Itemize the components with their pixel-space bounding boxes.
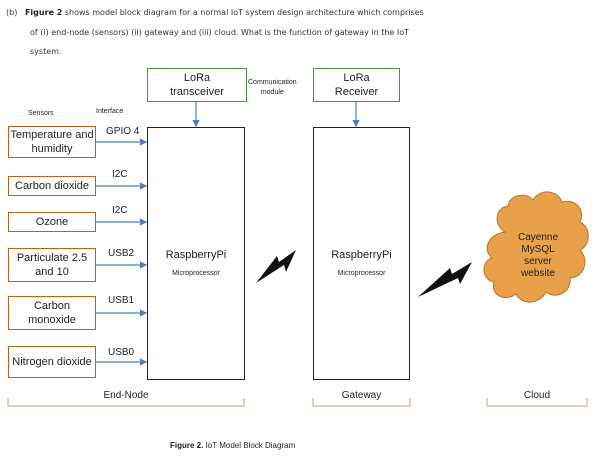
interface-usb0: USB0	[108, 347, 135, 358]
lora-receiver-box: LoRa Receiver	[313, 68, 400, 102]
interface-usb1: USB1	[108, 295, 135, 306]
figure-reference: Figure 2	[24, 8, 63, 17]
question-line-2: of (i) end-node (sensors) (ii) gateway a…	[30, 28, 410, 37]
caption-text: IoT Model Block Diagram	[203, 441, 296, 450]
gateway-raspberrypi-box: RaspberryPi Microprocessor	[313, 127, 410, 380]
question-line-1-text: shows model block diagram for a normal I…	[62, 8, 424, 17]
cloud-text: Cayenne MySQL server website	[517, 232, 559, 279]
sensor-ozone: Ozone	[8, 212, 96, 232]
sensor-particulate: Particulate 2.5 and 10	[8, 248, 96, 282]
sensor-carbon-monoxide: Carbon monoxide	[8, 296, 96, 330]
interface-header: Interface	[96, 108, 124, 115]
question-line-1: (b) Figure 2 shows model block diagram f…	[6, 8, 424, 18]
lora-transceiver-box: LoRa transceiver	[147, 68, 247, 102]
sensor-nitrogen-dioxide: Nitrogen dioxide	[8, 346, 96, 378]
cloud-bracket	[486, 398, 588, 407]
section-gateway: Gateway	[341, 390, 382, 401]
end-node-bracket	[7, 398, 245, 407]
gateway-pi-subtitle: Microprocessor	[337, 270, 386, 277]
interface-usb2: USB2	[108, 248, 135, 259]
question-prefix: (b)	[6, 8, 18, 17]
gateway-bracket	[312, 398, 411, 407]
section-end-node: End-Node	[103, 390, 149, 401]
question-line-3: system.	[30, 47, 62, 56]
interface-i2c-1: I2C	[112, 169, 128, 180]
section-brackets	[7, 398, 588, 407]
cloud-icon	[483, 191, 589, 303]
section-cloud: Cloud	[523, 390, 551, 401]
sensor-carbon-dioxide: Carbon dioxide	[8, 176, 96, 196]
end-node-raspberrypi-box: RaspberryPi Microprocessor	[147, 127, 245, 380]
interface-gpio4: GPIO 4	[106, 126, 140, 137]
lightning-icon-gateway-cloud	[418, 262, 472, 297]
figure-caption: Figure 2. IoT Model Block Diagram	[170, 441, 295, 450]
caption-label: Figure 2.	[170, 441, 204, 450]
sensors-header: Sensors	[28, 110, 54, 117]
lightning-icon-endnode-gateway	[256, 250, 296, 283]
communication-module-label: Communication module	[248, 79, 297, 96]
gateway-pi-title: RaspberryPi	[331, 249, 392, 261]
end-node-pi-subtitle: Microprocessor	[172, 270, 220, 277]
sensor-temperature-humidity: Temperature and humidity	[8, 126, 96, 158]
interface-i2c-2: I2C	[112, 205, 128, 216]
interface-arrows	[96, 102, 360, 366]
end-node-pi-title: RaspberryPi	[165, 249, 227, 261]
